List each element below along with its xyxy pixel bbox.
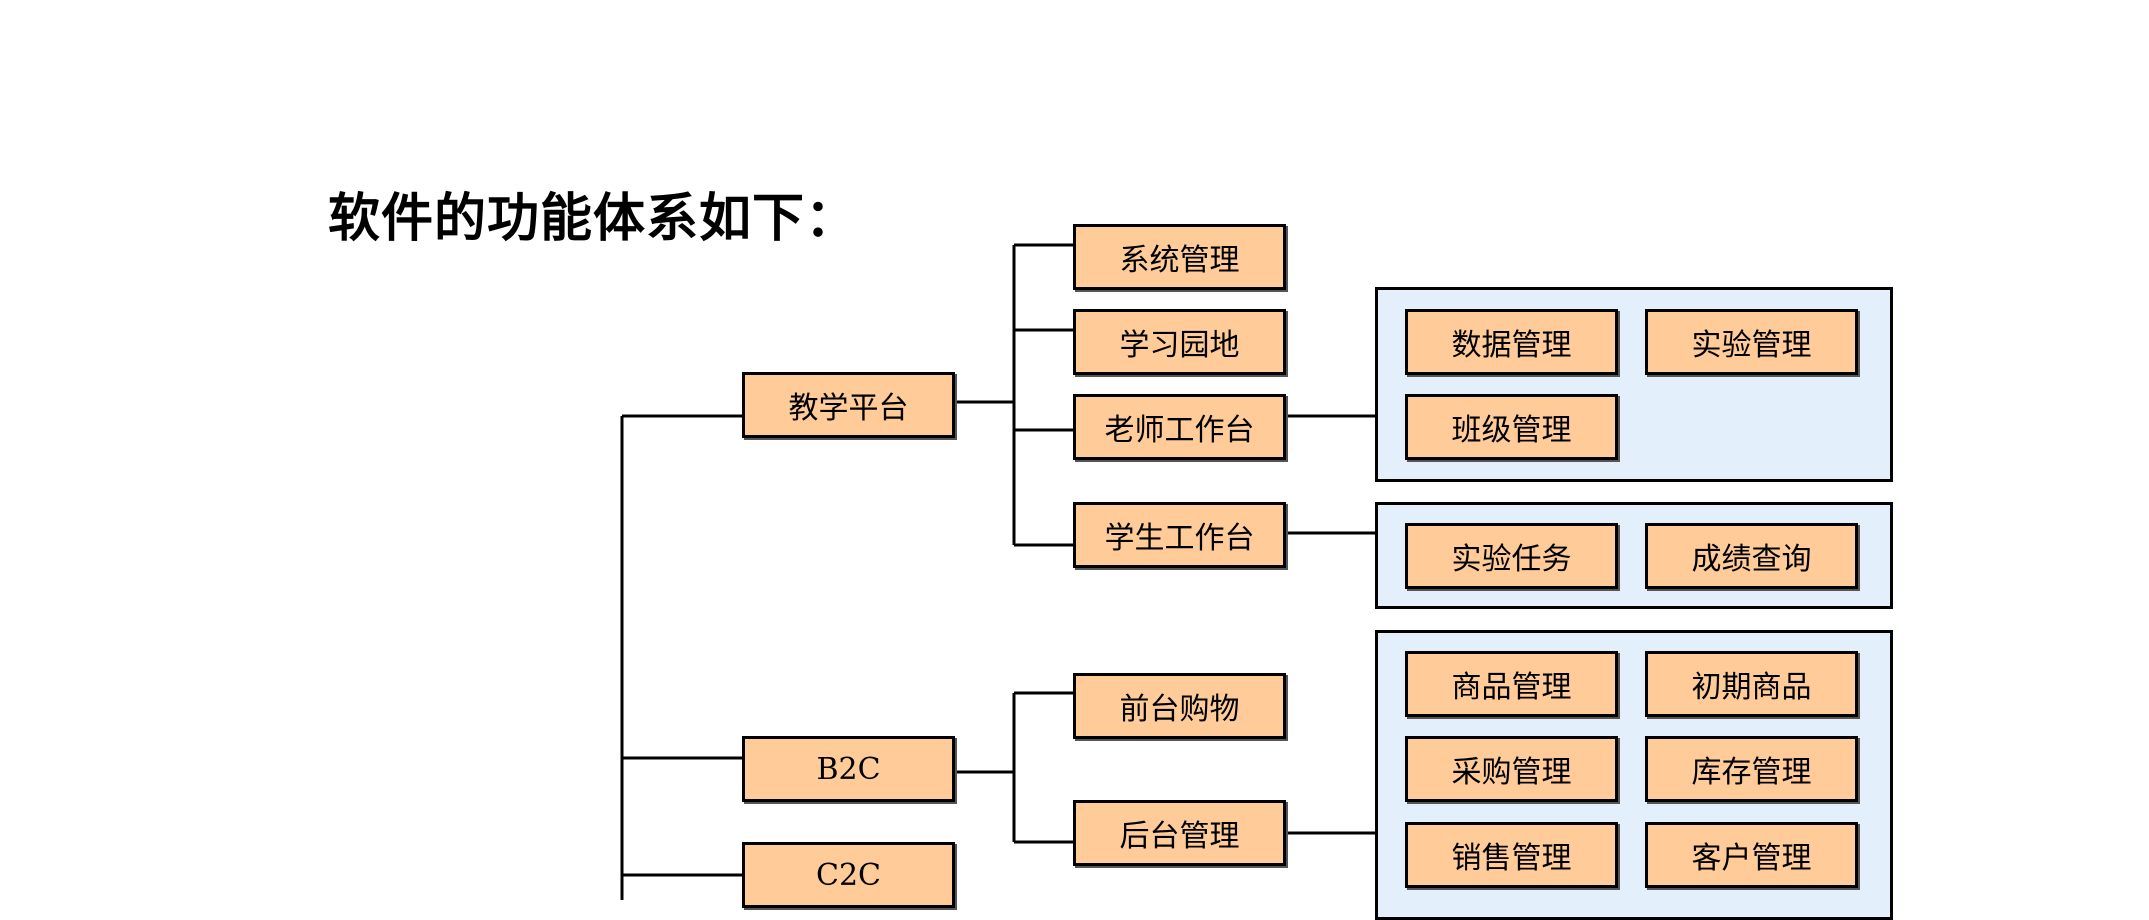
node-initial-products: 初期商品 <box>1645 651 1858 717</box>
node-inventory-management: 库存管理 <box>1645 736 1858 802</box>
node-system-management: 系统管理 <box>1073 224 1286 290</box>
connector-lines <box>620 243 1375 900</box>
node-grade-query: 成绩查询 <box>1645 523 1858 589</box>
node-data-management: 数据管理 <box>1405 309 1618 375</box>
node-student-workbench: 学生工作台 <box>1073 502 1286 568</box>
node-c2c: C2C <box>742 842 955 908</box>
node-customer-management: 客户管理 <box>1645 822 1858 888</box>
node-product-management: 商品管理 <box>1405 651 1618 717</box>
node-sales-management: 销售管理 <box>1405 822 1618 888</box>
node-back-management: 后台管理 <box>1073 800 1286 866</box>
node-class-management: 班级管理 <box>1405 394 1618 460</box>
node-purchase-management: 采购管理 <box>1405 736 1618 802</box>
page-title: 软件的功能体系如下： <box>328 189 859 249</box>
node-study-garden: 学习园地 <box>1073 309 1286 375</box>
node-experiment-management: 实验管理 <box>1645 309 1858 375</box>
node-b2c: B2C <box>742 736 955 802</box>
node-teacher-workbench: 老师工作台 <box>1073 394 1286 460</box>
node-experiment-tasks: 实验任务 <box>1405 523 1618 589</box>
node-teaching-platform: 教学平台 <box>742 372 955 438</box>
node-front-shopping: 前台购物 <box>1073 673 1286 739</box>
